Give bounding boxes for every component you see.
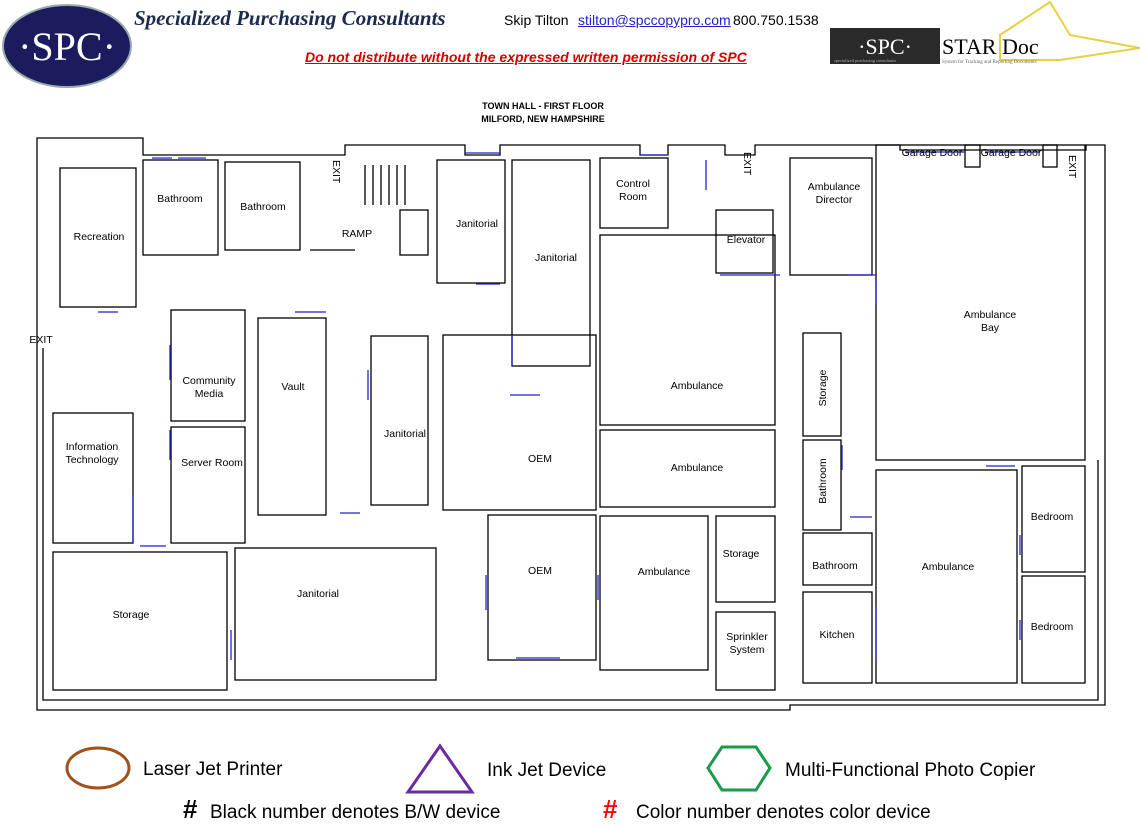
room-label: Storage (817, 369, 829, 406)
inner-outline (42, 348, 1099, 701)
ink-jet-triangle-icon (405, 743, 475, 794)
room-wall (715, 611, 776, 691)
note-bw: Black number denotes B/W device (210, 802, 500, 823)
room-wall (52, 551, 228, 691)
note-color: Color number denotes color device (636, 802, 931, 823)
legend-laser-jet: Laser Jet Printer (143, 759, 283, 780)
plan-subtitle: MILFORD, NEW HAMPSHIRE (481, 114, 605, 124)
exit-label: EXIT (1066, 155, 1078, 179)
room-label: OEM (528, 453, 552, 465)
room-label: Storage (113, 609, 150, 621)
star-logo-left: ·SPC· (858, 34, 912, 59)
color-number-symbol: # (603, 794, 618, 824)
room-label: Janitorial (535, 252, 577, 264)
room-label: Ambulance (922, 561, 975, 573)
room-label: Ambulance (671, 462, 724, 474)
room-label: Ambulance (671, 380, 724, 392)
room-wall (599, 157, 669, 229)
contact-name: Skip Tilton (504, 12, 569, 28)
room-wall (599, 234, 776, 426)
room-label: Ambulance (638, 566, 691, 578)
room-label: Kitchen (819, 629, 854, 641)
distribution-warning: Do not distribute without the expressed … (305, 49, 747, 65)
room-label: RAMP (342, 228, 372, 240)
room-label: Bathroom (240, 201, 286, 213)
garage-pillar (1042, 144, 1058, 168)
room-wall (875, 144, 1086, 461)
company-name: Specialized Purchasing Consultants (134, 6, 446, 30)
garage-door-label: Garage Door (902, 147, 963, 159)
room-label: Bathroom (812, 560, 858, 572)
room-wall (170, 309, 246, 422)
room-wall (52, 412, 134, 544)
room-wall (59, 167, 137, 308)
mfp-hexagon-icon (706, 745, 772, 792)
room-label: Janitorial (297, 588, 339, 600)
room-wall (511, 159, 591, 367)
logo-text: ·SPC· (18, 23, 116, 69)
room-wall (257, 317, 327, 516)
room-wall (599, 515, 709, 671)
room-wall (802, 439, 842, 531)
room-wall (715, 515, 776, 603)
room-wall (875, 469, 1018, 684)
room-wall (715, 209, 774, 274)
laser-jet-circle-icon (65, 746, 131, 790)
room-wall (142, 159, 219, 256)
room-label: Server Room (181, 457, 243, 469)
room-wall (234, 547, 437, 681)
room-wall (802, 332, 842, 437)
exit-label: EXIT (29, 334, 53, 346)
room-wall (802, 591, 873, 684)
room-wall (442, 334, 597, 511)
exit-label: EXIT (741, 152, 753, 176)
room-wall (599, 429, 776, 508)
room-label: OEM (528, 565, 552, 577)
room-wall (436, 159, 506, 284)
room-wall (370, 335, 429, 506)
room-wall (1021, 575, 1086, 684)
stair-landing (399, 209, 429, 256)
room-wall (1021, 465, 1086, 573)
room-label: Recreation (74, 231, 125, 243)
garage-door-label: Garage Door (981, 147, 1042, 159)
legend-ink-jet: Ink Jet Device (487, 760, 606, 781)
contact-phone: 800.750.1538 (733, 12, 819, 28)
room-label: Bathroom (157, 193, 203, 205)
spc-logo: ·SPC· (2, 4, 132, 88)
room-label: Vault (281, 381, 304, 393)
plan-title: TOWN HALL - FIRST FLOOR (482, 101, 604, 111)
room-wall (224, 161, 301, 251)
legend-mfp: Multi-Functional Photo Copier (785, 760, 1036, 781)
room-label: Elevator (727, 234, 766, 246)
room-wall (789, 157, 873, 276)
star-logo-sub: specialized purchasing consultants (834, 58, 896, 63)
room-wall (487, 514, 597, 661)
room-label: Bedroom (1031, 621, 1074, 633)
star-logo-right: STAR Doc (942, 34, 1039, 59)
exit-label: EXIT (330, 160, 342, 184)
contact-email-link[interactable]: stilton@spccopypro.com (578, 12, 731, 28)
room-label: Bedroom (1031, 511, 1074, 523)
room-wall (802, 532, 873, 586)
bw-number-symbol: # (183, 794, 198, 824)
star-doc-logo: ·SPC· STAR Doc System for Tracking and R… (830, 0, 1140, 65)
room-label: Bathroom (817, 458, 829, 504)
room-label: Janitorial (456, 218, 498, 230)
room-label: Janitorial (384, 428, 426, 440)
garage-pillar (964, 144, 981, 168)
outer-wall (36, 137, 1106, 711)
star-logo-tagline: System for Tracking and Reporting Docume… (942, 60, 1037, 65)
room-wall (170, 426, 246, 544)
room-label: Storage (723, 548, 760, 560)
